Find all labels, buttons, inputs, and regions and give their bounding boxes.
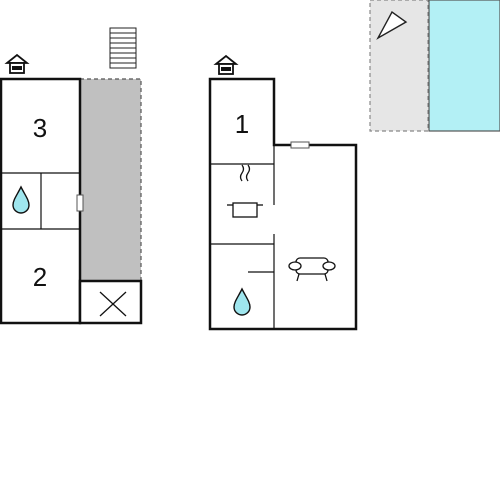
sofa-icon bbox=[288, 257, 336, 282]
cooking-pot-icon bbox=[227, 164, 263, 218]
door-icon bbox=[290, 141, 310, 149]
entrance-icon bbox=[213, 54, 239, 75]
water-drop-icon bbox=[233, 287, 251, 316]
room-number: 2 bbox=[33, 262, 47, 292]
door-icon bbox=[76, 194, 84, 212]
water-drop-icon bbox=[12, 185, 30, 214]
room-number: 1 bbox=[235, 109, 249, 139]
void-cross-icon bbox=[78, 279, 143, 325]
left-building: 3 2 bbox=[0, 27, 143, 325]
entrance-icon bbox=[4, 53, 30, 74]
right-building-wall bbox=[208, 77, 358, 331]
lounger-icon bbox=[376, 10, 408, 40]
swimming-pool bbox=[428, 0, 500, 132]
terrace bbox=[80, 79, 141, 281]
room-number: 3 bbox=[33, 113, 47, 143]
stairs-icon bbox=[109, 27, 137, 69]
right-building: 1 bbox=[208, 54, 358, 331]
outdoor-area bbox=[369, 0, 500, 132]
